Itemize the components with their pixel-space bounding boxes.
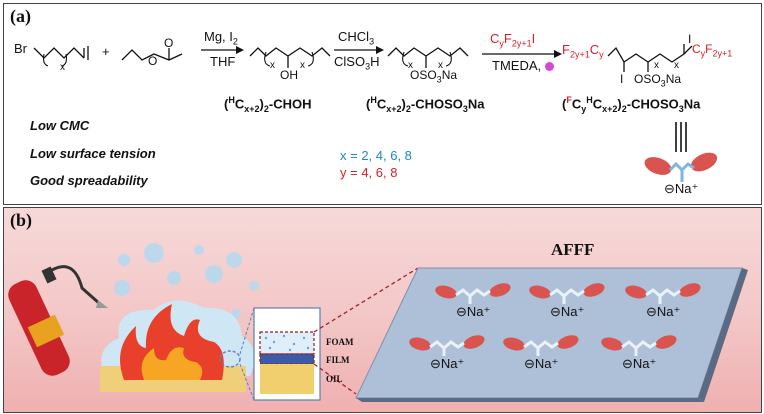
product1-x2: x	[300, 60, 305, 71]
layer-foam: FOAM	[326, 337, 354, 347]
surfactant-ion: ⊖Na⁺	[622, 356, 657, 371]
surfactant-molecule	[503, 335, 579, 356]
layer-film: FILM	[326, 355, 350, 365]
surfactant-tail-right-a	[690, 152, 718, 172]
product2-group: OSO3Na	[410, 68, 458, 85]
oil-layer	[260, 364, 314, 394]
panel-b-label: (b)	[10, 210, 32, 230]
foam-layer	[259, 331, 315, 355]
product2-x1: x	[408, 60, 413, 71]
surfactant-ion: ⊖Na⁺	[550, 304, 585, 319]
surfactant-molecule	[529, 283, 605, 304]
surfactant-ion: ⊖Na⁺	[524, 356, 559, 371]
reactant1-br: Br	[14, 41, 27, 56]
product3-right-chain: CyF2y+1	[692, 42, 733, 59]
step3-below: TMEDA,	[492, 58, 554, 73]
step2-below: ClSO3H	[334, 54, 380, 72]
surfactant-molecule	[601, 335, 677, 356]
product1-name: (HCx+2)2-CHOH	[224, 95, 312, 114]
surfactant-tail-left-a	[644, 157, 672, 175]
product3-i-top: I	[688, 32, 692, 46]
surfactant-ion: ⊖Na⁺	[646, 304, 681, 319]
surfactant-molecule	[409, 335, 485, 356]
step3-above: CyF2y+1I	[490, 31, 536, 49]
surfactant-ion: ⊖Na⁺	[456, 304, 491, 319]
light-bulb-icon	[544, 62, 554, 72]
product3-group: OSO3Na	[634, 72, 682, 89]
product2-x2: x	[438, 60, 443, 71]
panel-a: (a)	[3, 3, 762, 205]
panel-a-structures	[33, 44, 718, 182]
step2-above: CHCl3	[338, 29, 375, 47]
y-values: y = 4, 6, 8	[340, 165, 398, 180]
fire-extinguisher-icon	[8, 265, 108, 376]
afff-title: AFFF	[551, 240, 595, 259]
property-good-spreadability: Good spreadability	[30, 173, 148, 188]
property-low-surface-tension: Low surface tension	[30, 146, 156, 161]
panel-b: (b)	[3, 207, 762, 413]
property-low-cmc: Low CMC	[30, 118, 90, 133]
product1-oh: OH	[280, 68, 298, 82]
x-values: x = 2, 4, 6, 8	[340, 148, 412, 163]
product3-name: (FCyHCx+2)2-CHOSO3Na	[562, 95, 701, 114]
product3-x2: x	[674, 60, 679, 71]
surfactant-molecule	[625, 283, 701, 304]
product3-left-chain: F2y+1Cy	[562, 42, 604, 60]
layer-oil: OIL	[326, 374, 343, 384]
product3-i-bottom: I	[620, 72, 624, 86]
surfactant-ion: ⊖Na⁺	[430, 356, 465, 371]
reactant2-o1: O	[148, 54, 158, 68]
step1-below: THF	[210, 54, 236, 69]
step1-above: Mg, I2	[204, 29, 238, 47]
product2-name: (HCx+2)2-CHOSO3Na	[366, 95, 485, 114]
panel-b-illustration	[8, 243, 748, 402]
surfactant-molecule	[435, 283, 511, 304]
plus-sign: +	[102, 44, 110, 59]
product1-x1: x	[270, 60, 275, 71]
reactant1-x: x	[60, 62, 65, 73]
foam-bubbles	[114, 243, 259, 319]
panel-a-label: (a)	[10, 6, 31, 26]
product3-x1: x	[654, 60, 659, 71]
film-layer	[259, 353, 315, 365]
surfactant-ion-a: ⊖Na⁺	[664, 181, 699, 196]
reactant2-o2: O	[164, 36, 174, 50]
